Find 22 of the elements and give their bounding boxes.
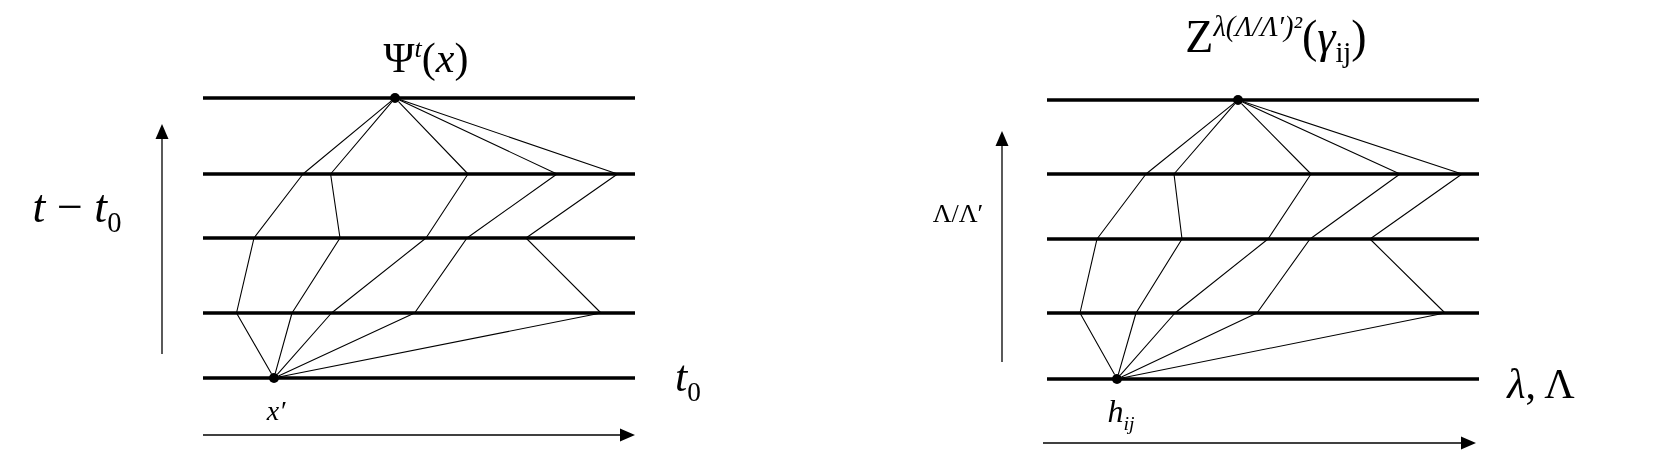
path-line xyxy=(277,99,558,377)
path-line xyxy=(1119,103,1312,376)
path-line xyxy=(1120,101,1401,378)
line-label: λ, Λ xyxy=(1505,359,1576,409)
vertex-dot xyxy=(1112,374,1122,384)
point-label: Z$^{λ(Λ/Λ′)²}$(γ$_{ij}$) xyxy=(1184,9,1368,71)
path-line xyxy=(1121,101,1463,379)
path-line xyxy=(278,99,619,378)
point-label: x′ xyxy=(265,394,287,429)
vertex-dot xyxy=(1233,95,1243,105)
path-line xyxy=(235,100,392,375)
line-label: t$_{0}$ xyxy=(674,351,702,410)
axis-label: Λ/Λ′ xyxy=(931,198,985,231)
point-label: h$_{ij}$ xyxy=(1106,392,1136,436)
path-line xyxy=(276,101,469,375)
path-line xyxy=(1079,102,1235,376)
path-line xyxy=(1117,103,1236,375)
path-line xyxy=(274,101,393,374)
axis-label: t − t$_{0}$ xyxy=(31,180,123,241)
point-label: Ψ$^{t}$(x) xyxy=(382,32,470,83)
vertex-dot xyxy=(390,93,400,103)
vertex-dot xyxy=(269,373,279,383)
